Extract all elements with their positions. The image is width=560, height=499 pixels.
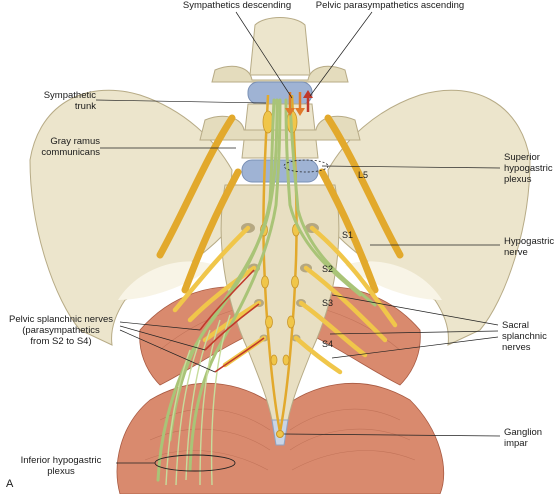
inferior-hypogastric-fibers	[165, 314, 231, 486]
l4-transverse-processes	[211, 65, 349, 83]
segment-label-l5: L5	[358, 170, 368, 180]
ganglion-impar	[276, 430, 284, 438]
segment-label-s3: S3	[322, 298, 333, 308]
label-hypogastric-nerve: Hypogastric nerve	[504, 236, 555, 258]
panel-letter: A	[6, 478, 14, 490]
label-superior-hypogastric-plexus: Superior hypogastric plexus	[504, 152, 553, 185]
leader-lines	[95, 11, 501, 464]
lumbar-sacral-nerve-roots	[156, 114, 404, 294]
label-pelvic-parasympathetics-ascending: Pelvic parasympathetics ascending	[315, 0, 465, 11]
label-gray-ramus-communicans: Gray ramus communicans	[41, 136, 100, 158]
label-sympathetics-descending: Sympathetics descending	[182, 0, 292, 11]
label-ganglion-impar: Ganglion impar	[504, 427, 543, 449]
label-sympathetic-trunk: Sympathetic trunk	[43, 90, 96, 112]
l4-vertebra	[249, 17, 311, 76]
sympathetic-trunks	[262, 94, 298, 433]
segment-label-s2: S2	[322, 264, 333, 274]
l5-transverse-processes	[199, 115, 361, 141]
autonomic-direction-arrows	[285, 90, 313, 116]
pelvic-splanchnic-fibers	[199, 269, 265, 373]
label-pelvic-splanchnic-nerves: Pelvic splanchnic nerves (parasympatheti…	[8, 314, 114, 347]
segment-label-s1: S1	[342, 230, 353, 240]
label-inferior-hypogastric-plexus: Inferior hypogastric plexus	[20, 455, 102, 477]
hypogastric-nerves	[156, 98, 377, 482]
label-sacral-splanchnic-nerves: Sacral splanchnic nerves	[502, 320, 547, 353]
segment-label-s4: S4	[322, 339, 333, 349]
